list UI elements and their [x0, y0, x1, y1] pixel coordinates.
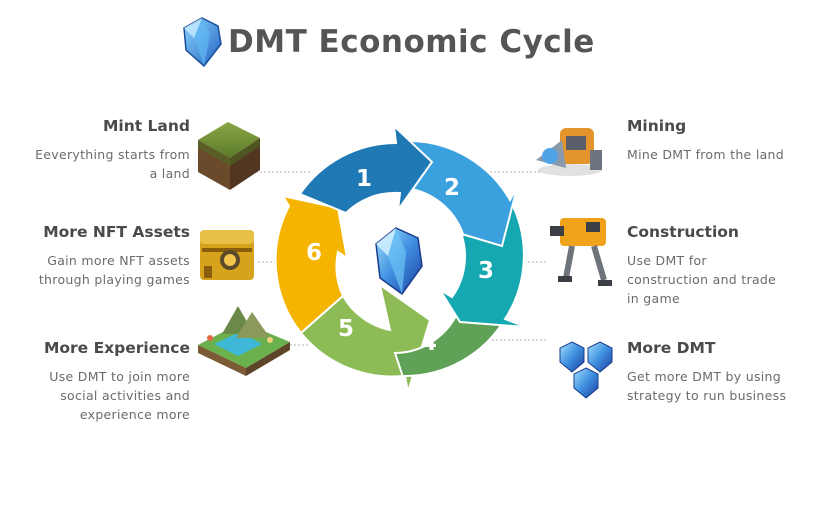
- label-more-dmt: More DMT Get more DMT by using strategy …: [627, 338, 786, 405]
- desc-line: social activities and: [60, 388, 190, 403]
- label-description: Use DMT to join more social activities a…: [44, 367, 190, 424]
- desc-line: Gain more NFT assets: [47, 253, 190, 268]
- label-more-experience: More Experience Use DMT to join more soc…: [44, 338, 190, 424]
- island-resort-icon: [198, 306, 290, 376]
- step-number-5: 5: [338, 316, 354, 342]
- title-crystal-icon: [183, 17, 222, 68]
- label-heading: More NFT Assets: [43, 223, 190, 241]
- grass-land-cube-icon: [198, 122, 260, 190]
- label-description: Get more DMT by using strategy to run bu…: [627, 367, 786, 405]
- step-number-1: 1: [356, 166, 372, 192]
- cycle-segment-5: [299, 282, 432, 396]
- label-construction: Construction Use DMT for construction an…: [627, 222, 776, 308]
- title-bar: DMT Economic Cycle: [180, 14, 595, 70]
- label-description: Eeverything starts from a land: [35, 145, 190, 183]
- desc-line: Mine DMT from the land: [627, 147, 785, 162]
- label-heading: Mint Land: [102, 117, 190, 135]
- step-number-2: 2: [444, 175, 460, 201]
- desc-line: a land: [149, 166, 190, 181]
- mining-machine-icon: [536, 128, 602, 176]
- robot-mech-icon: [550, 218, 612, 286]
- desc-line: construction and trade: [627, 272, 777, 287]
- label-description: Mine DMT from the land: [627, 145, 784, 164]
- desc-line: Use DMT to join more: [49, 369, 190, 384]
- cycle-segment-6: [274, 194, 349, 335]
- label-heading: More Experience: [43, 339, 190, 357]
- label-mint-land: Mint Land Eeverything starts from a land: [35, 116, 190, 183]
- step-number-6: 6: [306, 240, 322, 266]
- desc-line: experience more: [79, 407, 190, 422]
- label-heading: Mining: [627, 117, 687, 135]
- desc-line: Use DMT for: [627, 253, 707, 268]
- cycle-segment-2: [403, 139, 518, 248]
- crystal-cluster-icon: [559, 341, 613, 399]
- treasure-chest-icon: [200, 230, 254, 280]
- desc-line: Eeverything starts from: [35, 147, 190, 162]
- desc-line: through playing games: [38, 272, 190, 287]
- label-heading: More DMT: [627, 339, 716, 357]
- cycle-segment-1: [298, 123, 434, 215]
- label-description: Use DMT for construction and trade in ga…: [627, 251, 776, 308]
- desc-line: in game: [627, 291, 680, 306]
- center-crystal-icon: [375, 227, 423, 296]
- desc-line: strategy to run business: [627, 388, 787, 403]
- page-title: DMT Economic Cycle: [228, 24, 595, 60]
- label-more-nft-assets: More NFT Assets Gain more NFT assets thr…: [39, 222, 190, 289]
- step-number-4: 4: [421, 330, 437, 356]
- label-heading: Construction: [627, 223, 739, 241]
- label-description: Gain more NFT assets through playing gam…: [39, 251, 190, 289]
- label-mining: Mining Mine DMT from the land: [627, 116, 784, 164]
- desc-line: Get more DMT by using: [627, 369, 781, 384]
- step-number-3: 3: [478, 258, 494, 284]
